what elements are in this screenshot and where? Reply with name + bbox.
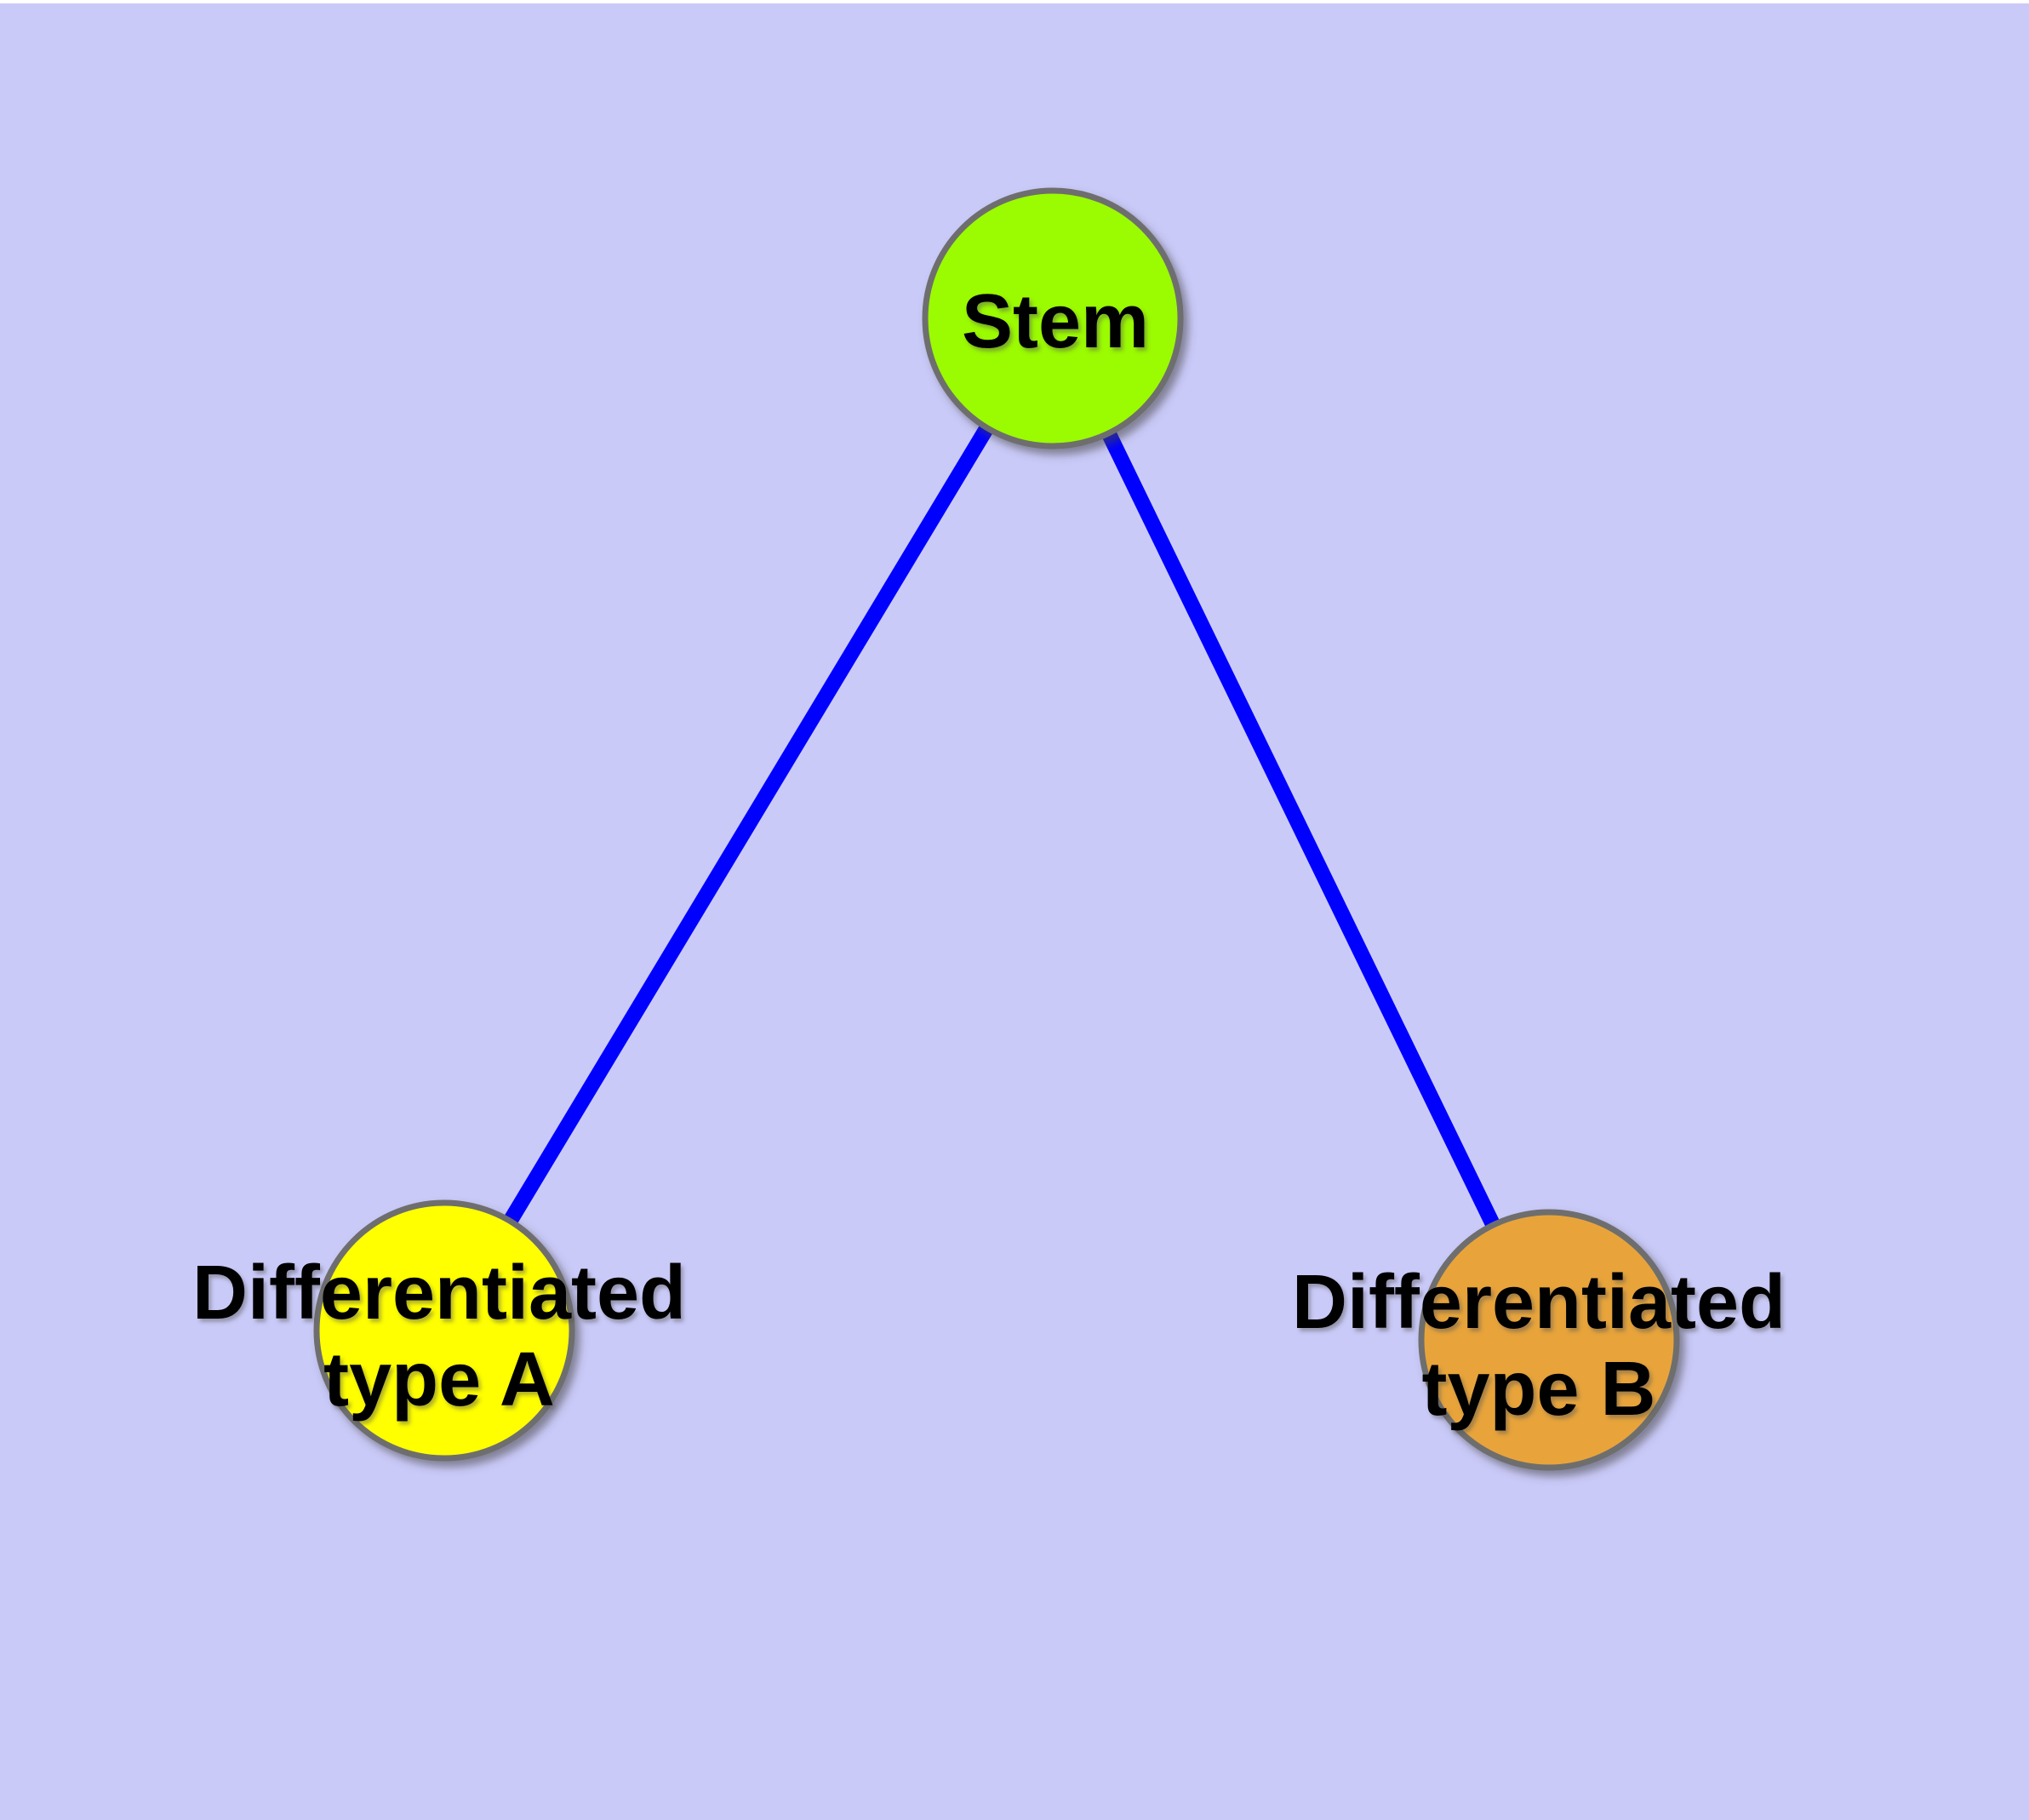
node-type-a-label-line1: Differentiated xyxy=(192,1251,686,1336)
node-stem-label: Stem xyxy=(962,279,1149,364)
node-type-a xyxy=(313,1199,575,1462)
node-stem xyxy=(922,187,1184,449)
node-type-b xyxy=(1418,1209,1680,1471)
edge-stem-to-type-a xyxy=(437,314,1060,1335)
edge-stem-to-type-b xyxy=(1045,315,1557,1343)
node-type-b-label-line2: type B xyxy=(1421,1347,1655,1432)
node-type-b-label-line1: Differentiated xyxy=(1292,1260,1786,1345)
node-type-a-label-line2: type A xyxy=(323,1337,555,1422)
